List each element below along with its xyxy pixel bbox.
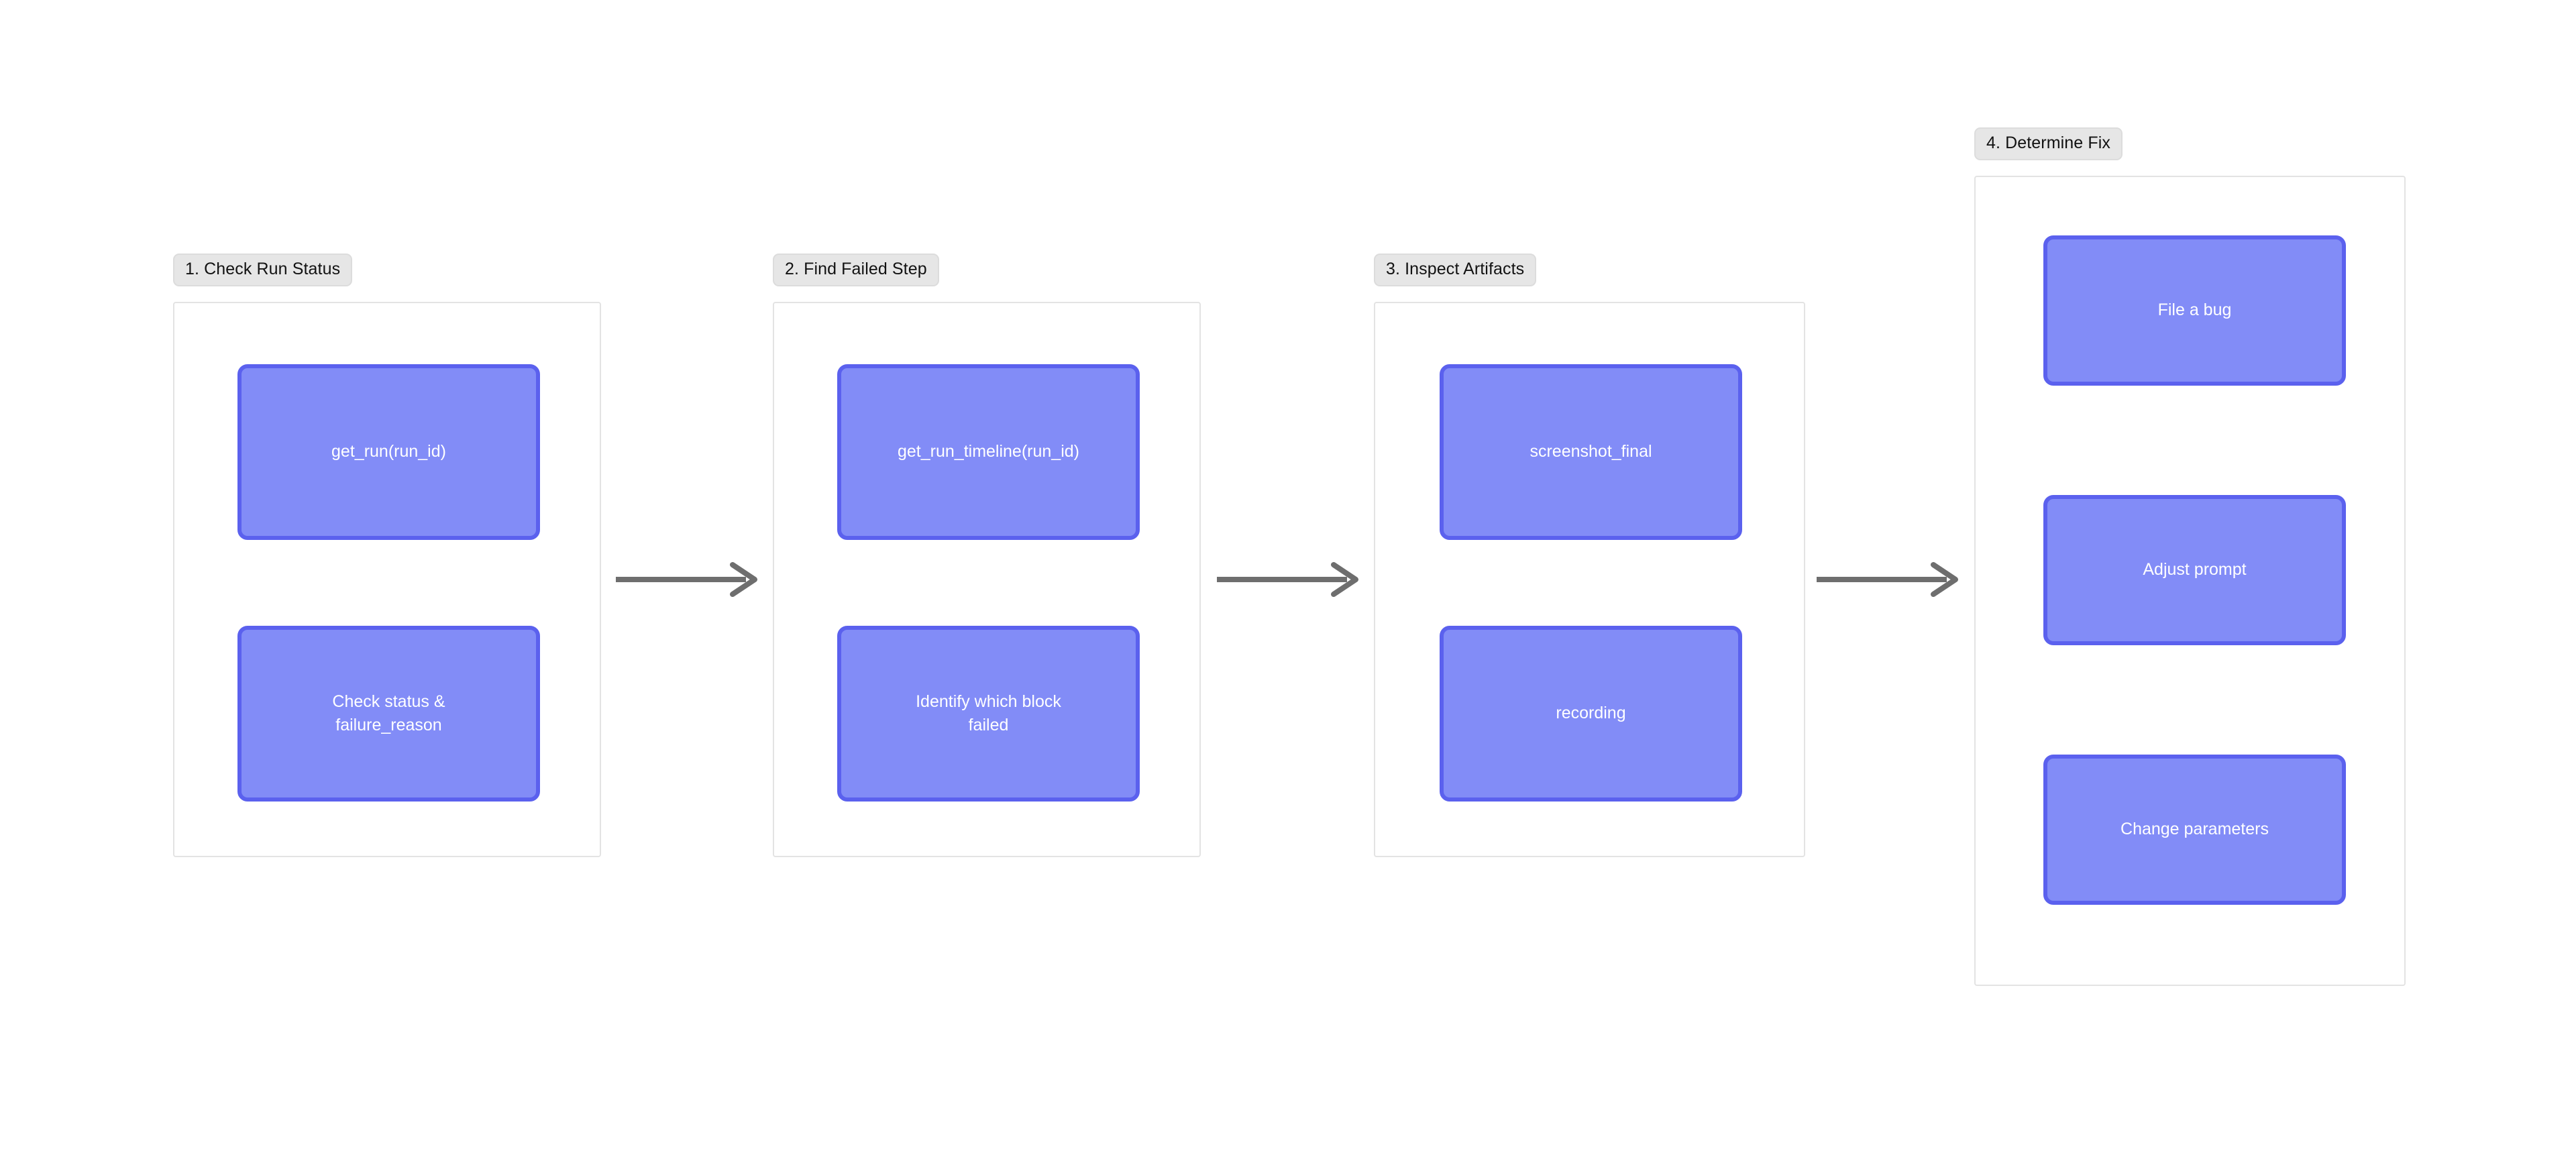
node-file-a-bug[interactable]: File a bug [2043,235,2346,386]
connector-arrow-3 [1817,562,1958,597]
group-header-2: 2. Find Failed Step [773,254,939,286]
connector-arrow-1 [616,562,757,597]
group-container-3: screenshot_final recording [1374,302,1805,857]
node-identify-which-block-failed[interactable]: Identify which block failed [837,626,1140,802]
group-header-4: 4. Determine Fix [1974,127,2123,160]
group-container-2: get_run_timeline(run_id) Identify which … [773,302,1201,857]
group-header-1: 1. Check Run Status [173,254,353,286]
connector-arrow-2 [1217,562,1358,597]
node-recording[interactable]: recording [1440,626,1742,802]
node-change-parameters[interactable]: Change parameters [2043,755,2346,905]
node-adjust-prompt[interactable]: Adjust prompt [2043,495,2346,645]
group-container-4: File a bug Adjust prompt Change paramete… [1974,176,2406,986]
node-screenshot-final[interactable]: screenshot_final [1440,364,1742,540]
node-check-status-failure-reason[interactable]: Check status & failure_reason [237,626,540,802]
group-header-3: 3. Inspect Artifacts [1374,254,1537,286]
node-get-run-timeline[interactable]: get_run_timeline(run_id) [837,364,1140,540]
group-container-1: get_run(run_id) Check status & failure_r… [173,302,601,857]
node-get-run[interactable]: get_run(run_id) [237,364,540,540]
